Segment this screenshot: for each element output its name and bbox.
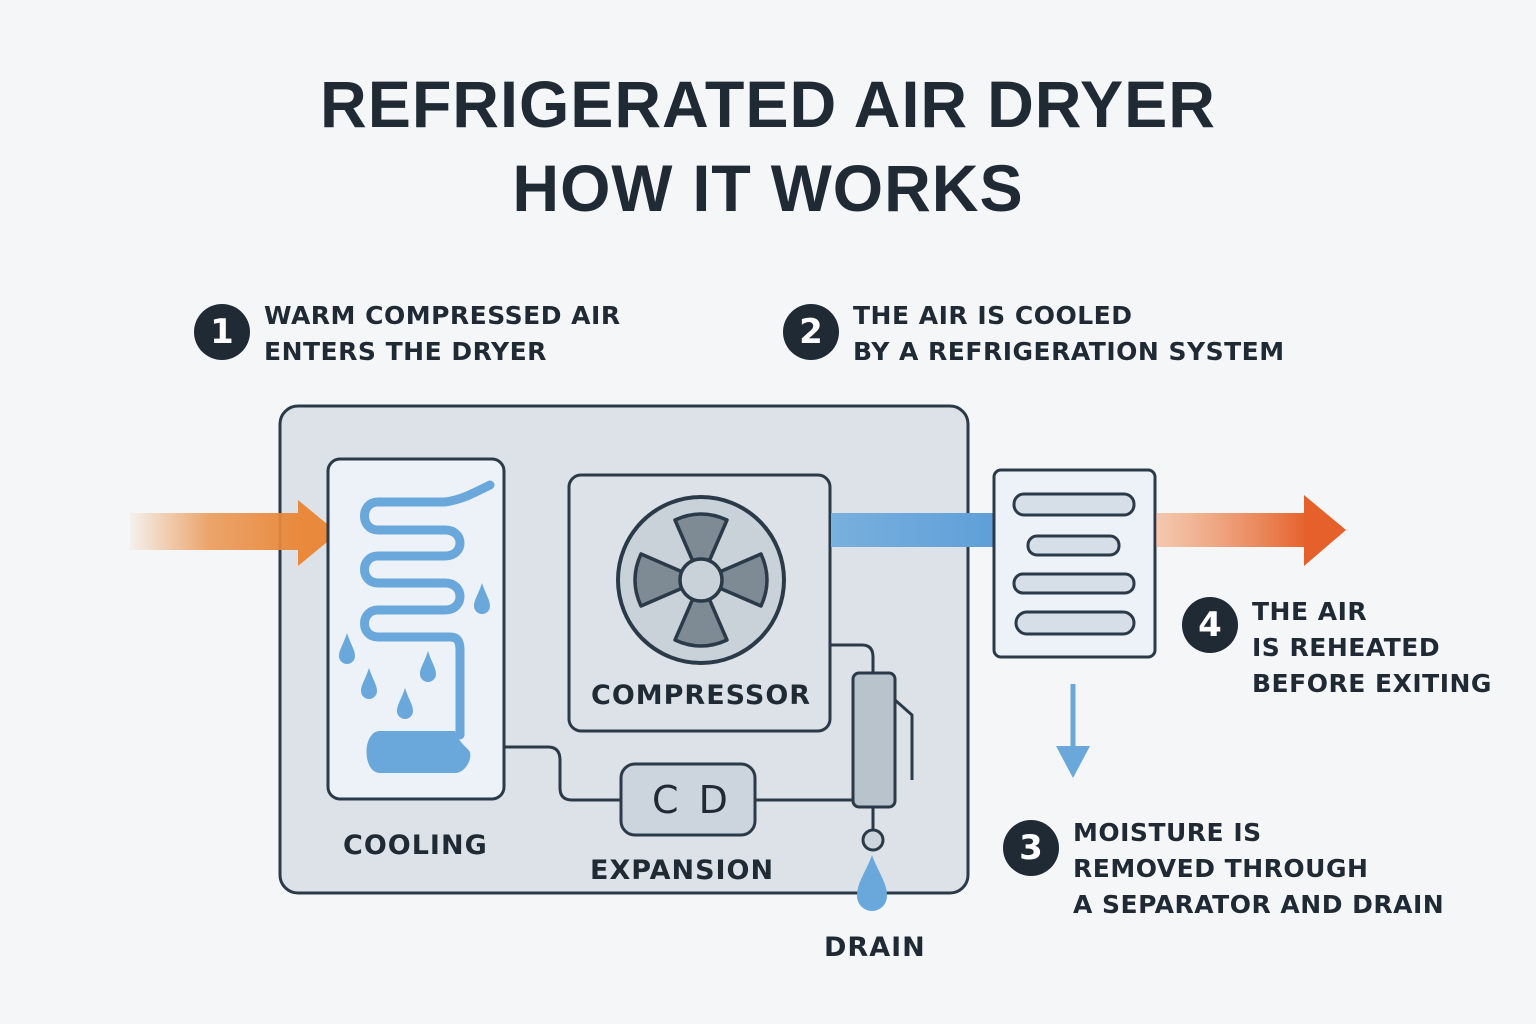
separator-icon xyxy=(851,671,914,852)
step-1-line-1: WARM COMPRESSED AIR xyxy=(264,301,621,330)
step-3-line-2: REMOVED THROUGH xyxy=(1073,854,1369,883)
step-2: 2 THE AIR IS COOLED BY A REFRIGERATION S… xyxy=(783,301,1285,370)
condensate-pool xyxy=(366,731,471,773)
dry-air-outlet-arrow xyxy=(1156,495,1346,566)
title-line-2: HOW IT WORKS xyxy=(512,151,1024,225)
title-line-1: REFRIGERATED AIR DRYER xyxy=(320,67,1216,141)
step-1-line-2: ENTERS THE DRYER xyxy=(264,337,547,366)
reheater-fins-icon xyxy=(1012,492,1136,636)
refrigerant-lines xyxy=(504,643,875,830)
evaporator-coil-icon xyxy=(360,480,495,740)
drain-droplet-icon xyxy=(857,855,887,911)
compressor-label: COMPRESSOR xyxy=(591,680,812,711)
step-4-badge: 4 xyxy=(1182,597,1238,653)
step-3: 3 MOISTURE IS REMOVED THROUGH A SEPARATO… xyxy=(1003,818,1444,923)
step-1: 1 WARM COMPRESSED AIR ENTERS THE DRYER xyxy=(194,301,621,370)
moisture-down-arrow xyxy=(1056,684,1090,778)
expansion-symbol: C D xyxy=(652,778,732,822)
expansion-label: EXPANSION xyxy=(590,855,775,886)
step-4-line-3: BEFORE EXITING xyxy=(1252,669,1492,698)
cooling-label: COOLING xyxy=(343,830,488,861)
step-4-line-2: IS REHEATED xyxy=(1252,633,1441,662)
compressor-fan-icon xyxy=(616,495,786,665)
step-2-line-2: BY A REFRIGERATION SYSTEM xyxy=(853,337,1285,366)
cold-air-pipe xyxy=(831,513,994,547)
warm-air-inlet-arrow xyxy=(130,500,338,566)
step-3-badge: 3 xyxy=(1003,820,1059,876)
diagram-title: REFRIGERATED AIR DRYER HOW IT WORKS xyxy=(0,62,1536,230)
step-2-line-1: THE AIR IS COOLED xyxy=(853,301,1133,330)
step-2-text: THE AIR IS COOLED BY A REFRIGERATION SYS… xyxy=(853,298,1285,370)
reheater-box xyxy=(992,468,1157,659)
step-2-badge: 2 xyxy=(783,304,839,360)
step-3-text: MOISTURE IS REMOVED THROUGH A SEPARATOR … xyxy=(1073,815,1444,923)
step-3-line-1: MOISTURE IS xyxy=(1073,818,1262,847)
water-droplets-icon xyxy=(339,583,490,719)
step-3-line-3: A SEPARATOR AND DRAIN xyxy=(1073,890,1445,919)
step-4-text: THE AIR IS REHEATED BEFORE EXITING xyxy=(1252,594,1492,702)
step-4-line-1: THE AIR xyxy=(1252,597,1368,626)
step-4: 4 THE AIR IS REHEATED BEFORE EXITING xyxy=(1182,597,1492,702)
expansion-valve xyxy=(619,762,757,837)
drain-label: DRAIN xyxy=(824,932,926,963)
step-1-text: WARM COMPRESSED AIR ENTERS THE DRYER xyxy=(264,298,621,370)
step-1-badge: 1 xyxy=(194,304,250,360)
